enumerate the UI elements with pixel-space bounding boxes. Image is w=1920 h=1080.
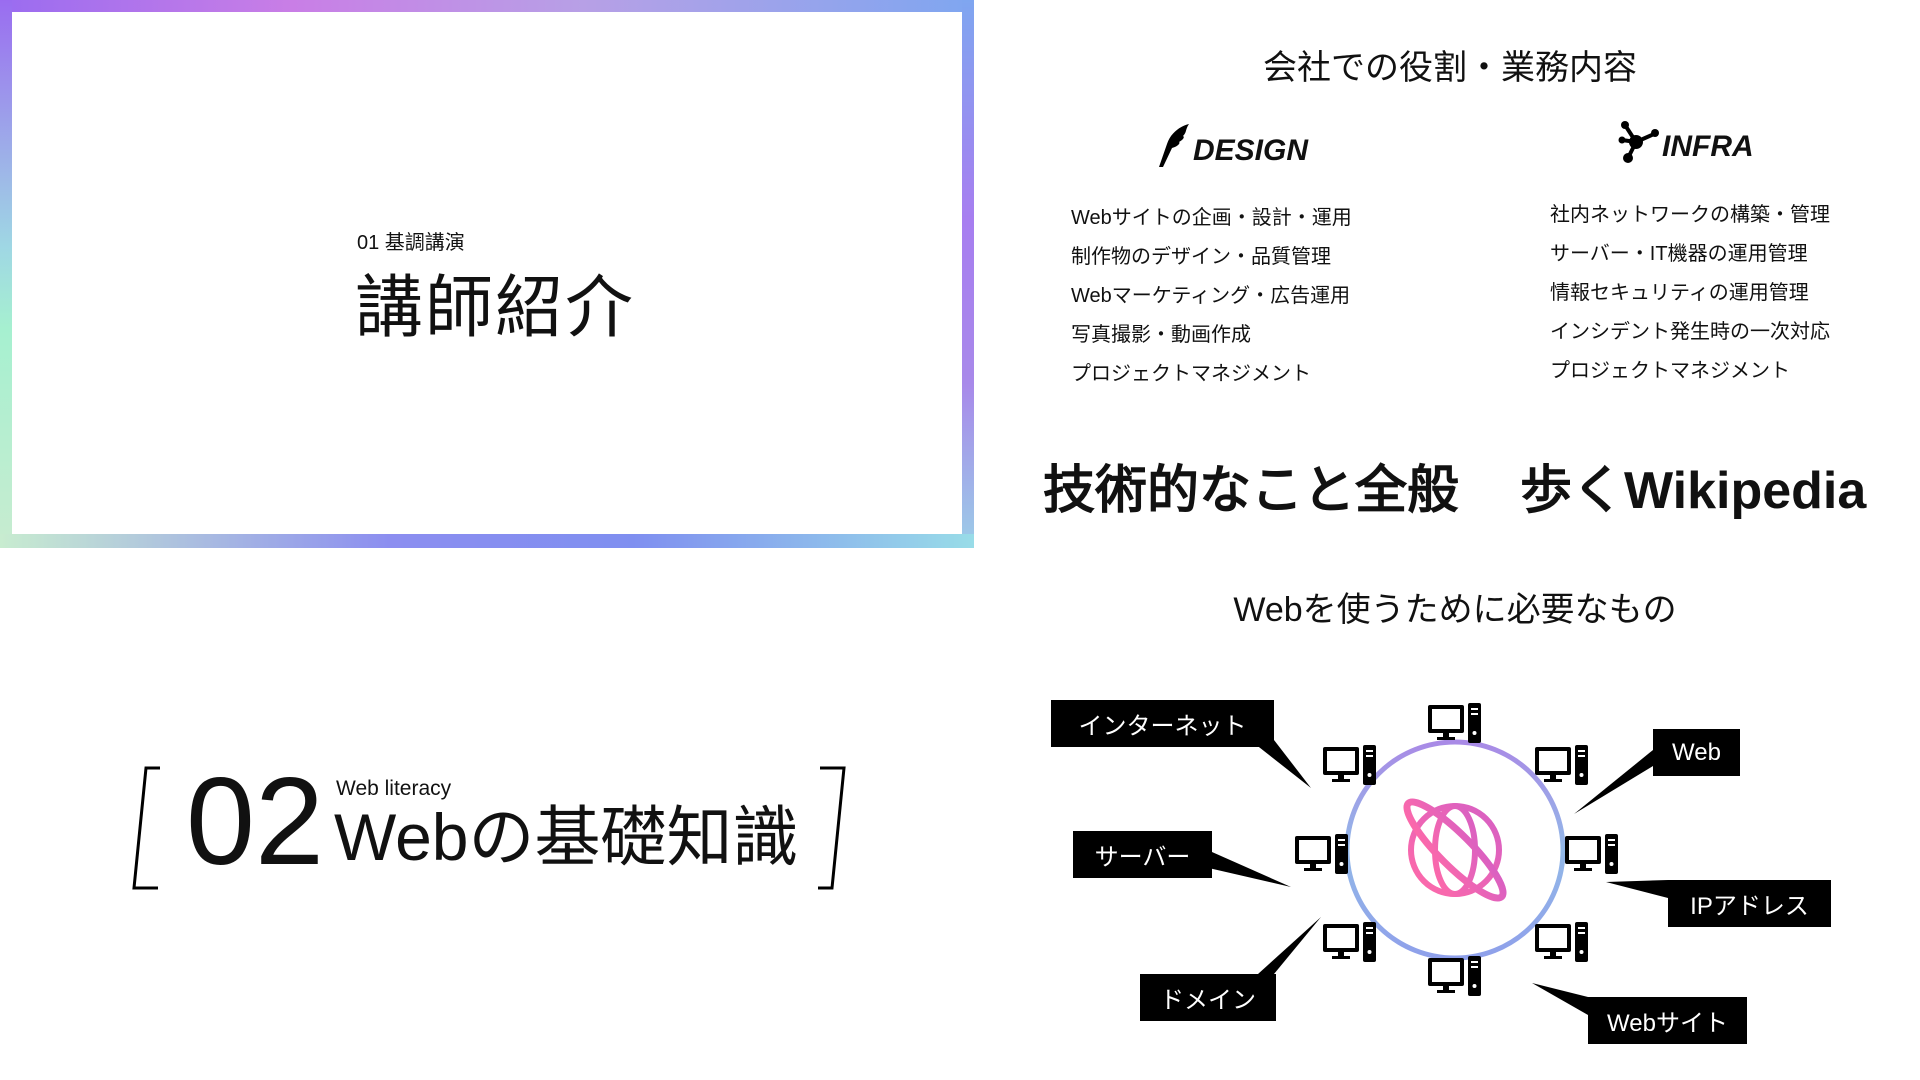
design-logo: DESIGN	[1155, 124, 1308, 168]
tagline-right: 歩くWikipedia	[1520, 462, 1867, 520]
pointer-domain	[1258, 917, 1321, 974]
globe-icon	[1403, 798, 1507, 902]
infra-label: INFRA	[1662, 130, 1754, 163]
list-item: サーバー・IT機器の運用管理	[1550, 243, 1808, 265]
diagram-heading: Webを使うために必要なもの	[1233, 591, 1677, 629]
pointer-website	[1532, 983, 1588, 1015]
pointer-internet	[1250, 740, 1311, 788]
computer-icon	[1428, 703, 1481, 743]
computer-icon	[1428, 956, 1481, 996]
tails	[1200, 740, 1668, 1015]
label-ip-address: IPアドレス	[1668, 880, 1831, 927]
feather-icon	[1159, 124, 1189, 167]
list-item: 社内ネットワークの構築・管理	[1550, 204, 1830, 226]
label-website: Webサイト	[1588, 997, 1747, 1044]
computer-icon	[1535, 745, 1588, 785]
section-kicker: Web literacy	[336, 777, 452, 800]
list-item: 写真撮影・動画作成	[1071, 324, 1251, 346]
infra-duties-list: 社内ネットワークの構築・管理 サーバー・IT機器の運用管理 情報セキュリティの運…	[1550, 205, 1830, 400]
web-diagram	[1200, 703, 1668, 1015]
intro-slide: 01 基調講演 講師紹介	[0, 0, 974, 548]
tagline-left: 技術的なこと全般	[1043, 462, 1460, 520]
infra-logo: INFRA	[1618, 120, 1754, 164]
intro-title: 講師紹介	[355, 270, 636, 346]
design-duties-list: Webサイトの企画・設計・運用 制作物のデザイン・品質管理 Webマーケティング…	[1071, 208, 1352, 403]
list-item: Webマーケティング・広告運用	[1071, 285, 1351, 307]
pointer-web	[1574, 750, 1653, 814]
list-item: Webサイトの企画・設計・運用	[1071, 207, 1352, 229]
computer-icon	[1323, 922, 1376, 962]
title-brackets	[132, 766, 846, 890]
list-item: 制作物のデザイン・品質管理	[1071, 246, 1331, 268]
pointer-server	[1200, 852, 1291, 887]
network-icon	[1618, 121, 1659, 163]
label-server: サーバー	[1073, 831, 1212, 878]
list-item: インシデント発生時の一次対応	[1550, 321, 1830, 343]
label-web: Web	[1653, 729, 1740, 776]
label-internet: インターネット	[1051, 700, 1274, 747]
roles-heading: 会社での役割・業務内容	[1263, 49, 1637, 87]
computer-icon	[1565, 834, 1618, 874]
computer-icon	[1535, 922, 1588, 962]
section-number: 02	[186, 753, 324, 891]
pointer-ip	[1606, 880, 1668, 898]
intro-subtitle: 01 基調講演	[357, 232, 465, 254]
computer-icon	[1323, 745, 1376, 785]
design-label: DESIGN	[1193, 134, 1309, 167]
computer-icon	[1295, 834, 1348, 874]
list-item: 情報セキュリティの運用管理	[1550, 282, 1809, 304]
list-item: プロジェクトマネジメント	[1071, 363, 1311, 385]
section-title: Webの基礎知識	[334, 800, 799, 874]
list-item: プロジェクトマネジメント	[1550, 360, 1790, 382]
label-domain: ドメイン	[1140, 974, 1276, 1021]
